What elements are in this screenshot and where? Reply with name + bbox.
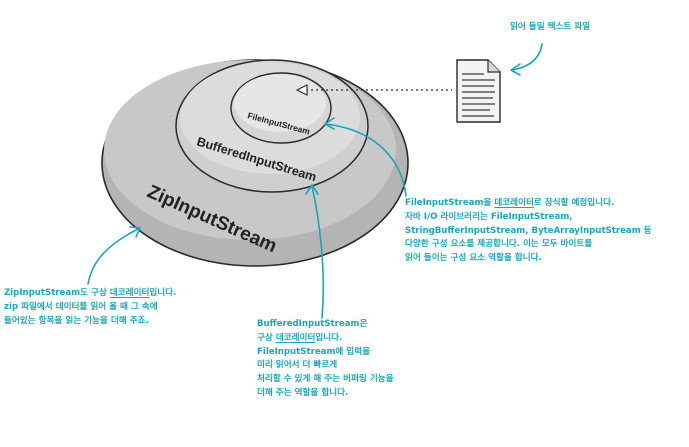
zip-note-line1-end: 입니다.: [149, 288, 177, 298]
zip-note-line2: zip 파일에서 데이터를 읽어 올 때 그 속에: [4, 301, 158, 312]
arrow-pointer-icon-file-stream: [324, 117, 407, 197]
file-input-stream-note: FileInputStream을 데코레이터로 장식할 예정입니다. 자바 I/…: [405, 197, 652, 266]
arrow-pointer-icon-zip: [87, 226, 141, 285]
file-stream-note-line2: 자바 I/O 라이브러리는 FileInputStream,: [405, 211, 573, 222]
file-stream-note-line4: 다양한 구성 요소를 제공합니다. 이는 모두 바이트를: [405, 239, 593, 250]
file-stream-note-line1-end: 로 장식할 예정입니다.: [533, 198, 615, 208]
buffered-note-line4: 미리 읽어서 더 빠르게: [257, 360, 338, 371]
text-file-note: 읽어 들일 텍스트 파일: [510, 22, 591, 32]
buffered-note-highlight: 데코레이터: [275, 332, 316, 343]
zip-note-line1: ZipInputStream도 구상: [4, 288, 110, 298]
text-file-icon: [456, 59, 501, 123]
file-stream-note-highlight: 데코레이터: [494, 198, 534, 208]
buffered-note-line6: 더해 주는 역할을 합니다.: [257, 387, 349, 398]
buffered-note-line1: BufferedInputStream은: [257, 319, 368, 329]
file-stream-note-line5: 읽어 들이는 구성 요소 역할을 합니다.: [405, 253, 542, 263]
buffered-input-stream-note: BufferedInputStream은 구상 데코레이터입니다. FileIn…: [257, 318, 394, 401]
buffered-note-line3: FileInputStream에 입력을: [257, 346, 371, 357]
arrow-pointer-icon-file: [510, 43, 543, 76]
zip-input-stream-note: ZipInputStream도 구상 데코레이터입니다. zip 파일에서 데이…: [4, 287, 176, 328]
zip-note-highlight: 데코레이터: [109, 288, 150, 298]
arrow-pointer-icon-buffered: [305, 184, 325, 319]
read-arrow: [295, 84, 452, 96]
zip-note-line3: 들어있는 항목을 읽는 기능을 더해 주죠.: [4, 315, 149, 326]
buffered-note-line5: 처리할 수 있게 해 주는 버퍼링 기능을: [257, 374, 394, 384]
file-stream-note-line3: StringBufferInputStream, ByteArrayInputS…: [405, 225, 652, 236]
file-stream-note-line1: FileInputStream을: [405, 198, 495, 208]
file-input-stream-ring: [230, 72, 332, 144]
buffered-note-line2: 구상: [257, 332, 276, 343]
buffered-note-line2-end: 입니다.: [315, 332, 343, 343]
